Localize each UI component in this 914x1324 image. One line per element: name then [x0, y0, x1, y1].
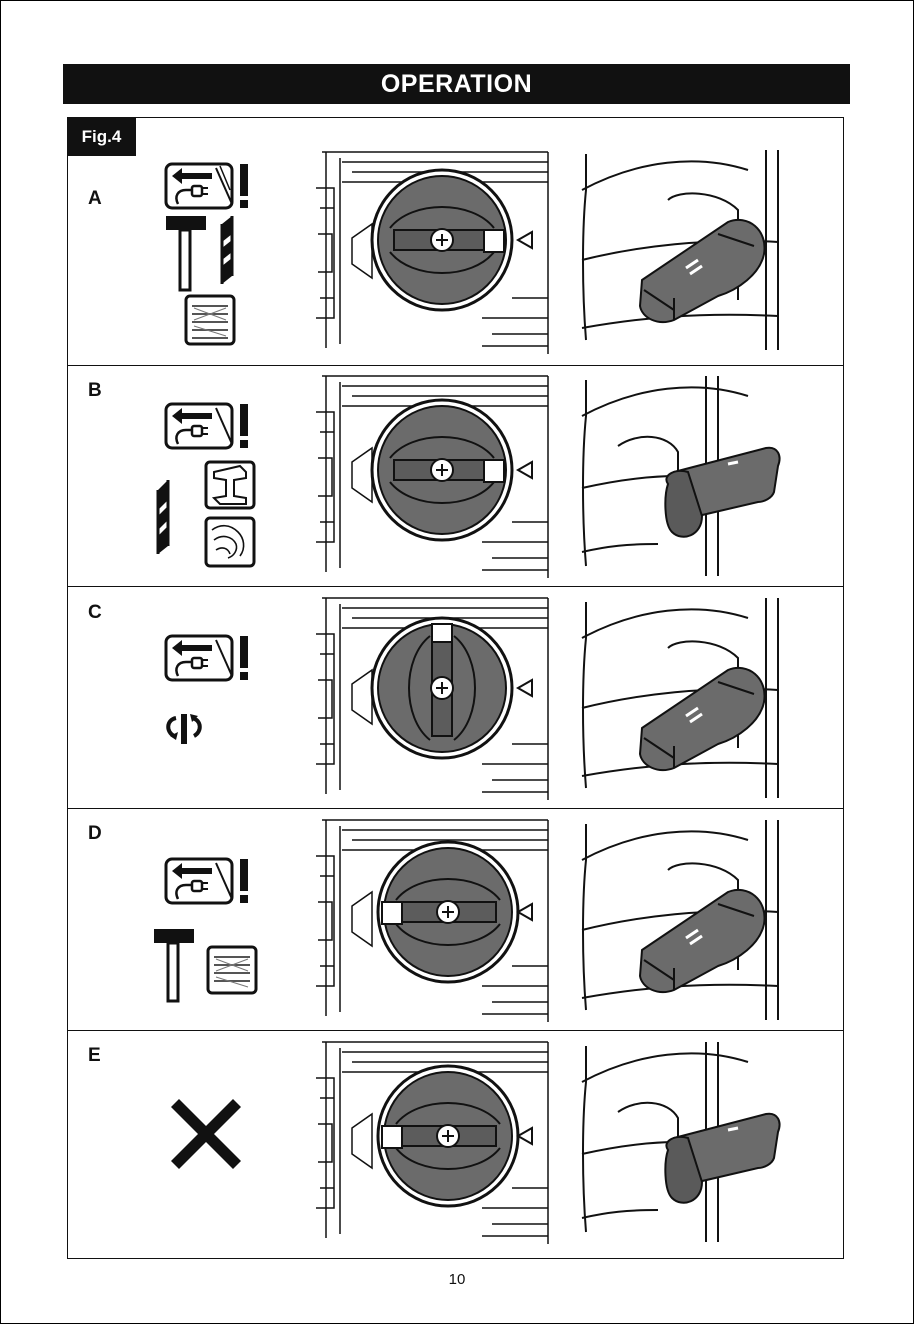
- mode-selector-knob-illustration: [312, 594, 552, 800]
- lock-lever-illustration: [578, 820, 783, 1020]
- row-d-mode-icons: [150, 855, 265, 1005]
- section-title: OPERATION: [381, 70, 532, 99]
- lock-lever-illustration: [578, 150, 783, 350]
- masonry-material-icon: [208, 947, 256, 993]
- row-b-mode-icons: [150, 400, 265, 575]
- mode-selector-knob-illustration: [312, 816, 552, 1022]
- row-divider: [67, 586, 844, 587]
- chisel-rotation-icon: [168, 714, 200, 744]
- drill-bit-icon: [222, 216, 232, 284]
- hammer-icon: [154, 929, 194, 1001]
- not-allowed-icon: [165, 1093, 247, 1175]
- unplug-warning-icon: [166, 859, 248, 903]
- masonry-material-icon: [186, 296, 234, 344]
- row-c-mode-icons: [160, 632, 260, 747]
- wood-material-icon: [206, 518, 254, 566]
- mode-selector-knob-illustration: [312, 372, 552, 578]
- section-header: OPERATION: [63, 64, 850, 104]
- row-letter-e: E: [88, 1045, 101, 1067]
- metal-beam-icon: [206, 462, 254, 508]
- mode-selector-knob-illustration: [312, 1038, 552, 1244]
- row-divider: [67, 1030, 844, 1031]
- unplug-warning-icon: [166, 164, 248, 208]
- row-divider: [67, 808, 844, 809]
- drill-bit-icon: [158, 480, 168, 554]
- row-letter-a: A: [88, 188, 102, 210]
- page-number: 10: [0, 1271, 914, 1288]
- row-letter-b: B: [88, 380, 102, 402]
- lock-lever-illustration: [578, 598, 783, 798]
- hammer-icon: [166, 216, 206, 290]
- mode-selector-knob-illustration: [312, 148, 552, 354]
- figure-label: Fig.4: [67, 117, 136, 156]
- row-a-mode-icons: [160, 160, 260, 355]
- unplug-warning-icon: [166, 404, 248, 448]
- lock-lever-illustration: [578, 376, 783, 576]
- row-letter-c: C: [88, 602, 102, 624]
- unplug-warning-icon: [166, 636, 248, 680]
- row-divider: [67, 365, 844, 366]
- row-letter-d: D: [88, 823, 102, 845]
- lock-lever-illustration: [578, 1042, 783, 1242]
